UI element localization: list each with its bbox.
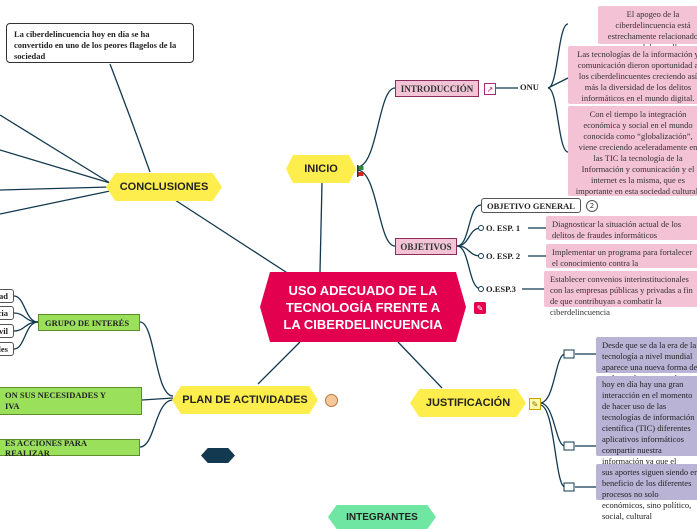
objetivo-esp-1-text: Diagnosticar la situación actual de los … bbox=[552, 219, 682, 240]
justificacion-note-3-text: sus aportes siguen siendo en beneficio d… bbox=[602, 467, 697, 521]
objetivos-label: OBJETIVOS bbox=[400, 241, 452, 252]
grupo-item-2[interactable]: cia bbox=[0, 306, 14, 320]
objetivos-node[interactable]: OBJETIVOS bbox=[395, 238, 457, 255]
collapsed-topic[interactable] bbox=[201, 448, 235, 463]
central-topic[interactable]: USO ADECUADO DE LA TECNOLOGÍA FRENTE A L… bbox=[260, 272, 466, 342]
grupo-item-2-label: cia bbox=[0, 308, 8, 318]
introduccion-label: INTRODUCCIÓN bbox=[400, 83, 474, 94]
objetivo-esp-3-text: Establecer convenios interinstitucionale… bbox=[550, 274, 693, 317]
intro-note-1: El apogeo de la ciberdelincuencia está e… bbox=[598, 6, 697, 63]
edit-icon[interactable]: ✎ bbox=[529, 398, 541, 410]
central-topic-title: USO ADECUADO DE LA TECNOLOGÍA FRENTE A L… bbox=[283, 282, 443, 332]
onu-node[interactable]: ONU bbox=[520, 82, 539, 92]
objetivo-esp-2-node[interactable]: O. ESP. 2 bbox=[486, 251, 520, 261]
objetivo-esp-3-node[interactable]: O.ESP.3 bbox=[486, 284, 516, 294]
intro-note-2-text: Las tecnologías de la información y comu… bbox=[577, 49, 697, 103]
necesidades-node[interactable]: ON SUS NECESIDADES Y IVA bbox=[0, 387, 142, 415]
plan-actividades-topic[interactable]: PLAN DE ACTIVIDADES bbox=[172, 386, 318, 414]
justificacion-topic[interactable]: JUSTIFICACIÓN bbox=[410, 389, 526, 417]
justificacion-note-1: Desde que se da la era de la tecnología … bbox=[596, 337, 697, 394]
plan-actividades-title: PLAN DE ACTIVIDADES bbox=[182, 394, 308, 406]
objetivo-esp-1-label: O. ESP. 1 bbox=[486, 223, 521, 233]
intro-note-3-text: Con el tiempo la integración económica y… bbox=[575, 109, 697, 196]
avatar-icon bbox=[325, 394, 338, 407]
inicio-title: INICIO bbox=[304, 163, 338, 175]
objetivo-general-node[interactable]: OBJETIVO GENERAL bbox=[481, 198, 581, 213]
objetivo-esp-2-note: Implementar un programa para fortalecer … bbox=[546, 244, 697, 279]
justificacion-note-3: sus aportes siguen siendo en beneficio d… bbox=[596, 464, 697, 521]
grupo-interes-label: GRUPO DE INTERÉS bbox=[45, 317, 130, 328]
acciones-label: ES ACCIONES PARA REALIZAR bbox=[5, 437, 87, 458]
inicio-topic[interactable]: INICIO bbox=[286, 155, 356, 183]
grupo-item-4-label: les bbox=[0, 344, 8, 354]
objetivo-general-label: OBJETIVO GENERAL bbox=[487, 200, 575, 211]
grupo-item-3[interactable]: vil bbox=[0, 324, 14, 338]
grupo-item-4[interactable]: les bbox=[0, 342, 14, 356]
acciones-node[interactable]: ES ACCIONES PARA REALIZAR bbox=[0, 437, 140, 458]
necesidades-label: ON SUS NECESIDADES Y IVA bbox=[5, 390, 107, 411]
introduccion-node[interactable]: INTRODUCCIÓN bbox=[395, 80, 479, 97]
grupo-item-1[interactable]: ad bbox=[0, 289, 14, 303]
integrantes-topic[interactable]: INTEGRANTES bbox=[328, 505, 436, 529]
grupo-item-3-label: vil bbox=[0, 326, 8, 336]
link-icon[interactable]: ↗ bbox=[484, 83, 496, 95]
objetivo-esp-1-note: Diagnosticar la situación actual de los … bbox=[546, 216, 697, 240]
edit-note-icon[interactable]: ✎ bbox=[474, 302, 486, 314]
conclusiones-title: CONCLUSIONES bbox=[119, 181, 209, 193]
intro-note-2: Las tecnologías de la información y comu… bbox=[568, 46, 697, 104]
objetivo-esp-2-label: O. ESP. 2 bbox=[486, 251, 521, 261]
justificacion-title: JUSTIFICACIÓN bbox=[425, 397, 511, 409]
conclusiones-note: La ciberdelincuencia hoy en día se ha co… bbox=[6, 23, 194, 63]
onu-label: ONU bbox=[520, 82, 539, 92]
justificacion-note-2: hoy en día hay una gran interacción en e… bbox=[596, 376, 697, 499]
objetivo-esp-3-note: Establecer convenios interinstitucionale… bbox=[544, 271, 697, 317]
grupo-interes-node[interactable]: GRUPO DE INTERÉS bbox=[38, 314, 140, 331]
flag-icon bbox=[356, 165, 364, 177]
integrantes-title: INTEGRANTES bbox=[346, 511, 418, 523]
conclusiones-topic[interactable]: CONCLUSIONES bbox=[106, 173, 222, 201]
central-topic-shape bbox=[260, 272, 466, 342]
objetivo-esp-3-label: O.ESP.3 bbox=[486, 284, 516, 294]
intro-note-3: Con el tiempo la integración económica y… bbox=[568, 106, 697, 196]
grupo-item-1-label: ad bbox=[0, 291, 8, 301]
count-badge-icon: 2 bbox=[586, 200, 598, 212]
objetivo-esp-1-node[interactable]: O. ESP. 1 bbox=[486, 223, 520, 233]
conclusiones-note-text: La ciberdelincuencia hoy en día se ha co… bbox=[14, 29, 177, 61]
count-badge-value: 2 bbox=[589, 202, 595, 210]
